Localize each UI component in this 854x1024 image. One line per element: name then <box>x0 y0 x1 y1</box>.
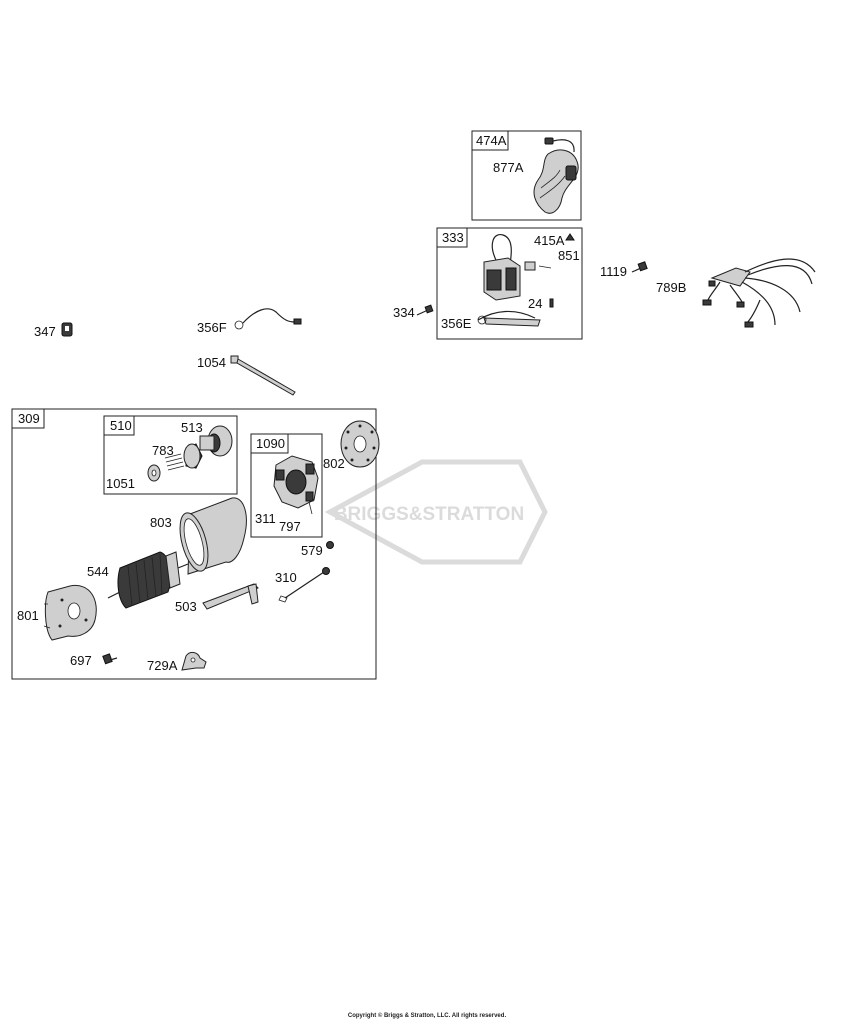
starter-housing-803-part <box>179 497 247 575</box>
callout-544: 544 <box>87 564 109 579</box>
drive-assembly-part <box>147 425 233 482</box>
part-347 <box>61 322 73 337</box>
end-cap-802-part <box>340 420 380 468</box>
ignition-harness-part <box>533 137 579 214</box>
callout-1054: 1054 <box>197 355 226 370</box>
callout-347: 347 <box>34 324 56 339</box>
callout-311: 311 <box>255 511 276 526</box>
callout-513: 513 <box>181 420 203 435</box>
callout-851: 851 <box>558 248 580 263</box>
callout-1119: 1119 <box>600 264 627 279</box>
screw-697-part <box>102 653 118 665</box>
callout-334: 334 <box>393 305 415 320</box>
callout-877a: 877A <box>493 160 524 175</box>
drive-kit-510-box: 510 513 783 1051 <box>103 415 238 495</box>
callout-579: 579 <box>301 543 323 558</box>
callout-356f: 356F <box>197 320 227 335</box>
wire-harness-789b-part <box>702 258 816 328</box>
callout-697: 697 <box>70 653 92 668</box>
ground-wire-356f-part <box>234 308 302 330</box>
watermark-text: BRIGGS&STRATTON <box>334 504 524 525</box>
callout-309: 309 <box>18 411 40 426</box>
callout-1090: 1090 <box>256 436 285 451</box>
callout-24: 24 <box>528 296 542 311</box>
starter-309-box: 309 <box>11 408 377 680</box>
kit-474a-box: 474A 877A <box>471 130 582 221</box>
callout-356e: 356E <box>441 316 472 331</box>
callout-789b: 789B <box>656 280 686 295</box>
through-bolt-310-part <box>278 567 330 603</box>
ignition-coil-part <box>477 233 575 327</box>
bracket-503-part <box>202 583 259 610</box>
screw-334-part <box>416 304 434 316</box>
callout-797: 797 <box>279 519 301 534</box>
copyright-footer: Copyright © Briggs & Stratton, LLC. All … <box>347 1013 507 1019</box>
callout-503: 503 <box>175 599 197 614</box>
callout-510: 510 <box>110 418 132 433</box>
tie-strap-1054-part <box>230 355 296 396</box>
callout-803: 803 <box>150 515 172 530</box>
callout-783: 783 <box>152 443 174 458</box>
callout-474a: 474A <box>476 133 507 148</box>
terminal-729a-part <box>181 651 207 671</box>
callout-729a: 729A <box>147 658 178 673</box>
brush-kit-1090-box: 1090 311 797 <box>250 433 323 538</box>
screw-1119-part <box>631 261 648 273</box>
callout-415a: 415A <box>534 233 565 248</box>
callout-801: 801 <box>17 608 39 623</box>
drive-end-cap-801-part <box>43 584 97 641</box>
armature-544-part <box>107 551 189 609</box>
brand-watermark: BRIGGS&STRATTON <box>324 459 548 565</box>
callout-1051: 1051 <box>106 476 135 491</box>
nut-579-part <box>326 541 334 549</box>
brush-holder-part <box>273 455 319 515</box>
callout-310: 310 <box>275 570 297 585</box>
callout-802: 802 <box>323 456 345 471</box>
kit-333-box: 333 415A 851 24 356E <box>436 227 583 340</box>
callout-333: 333 <box>442 230 464 245</box>
